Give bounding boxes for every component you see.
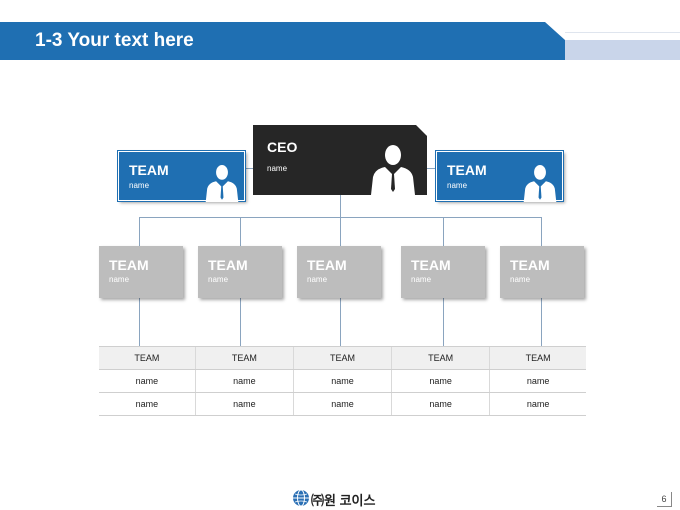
table-cell: name (292, 392, 392, 416)
team-lead-box-left: TEAM name (117, 150, 246, 202)
table-header-cell: TEAM (194, 346, 294, 370)
connector-ceo-lead-left (245, 168, 253, 169)
table-cell: name (489, 369, 586, 393)
table-cell: name (391, 369, 490, 393)
person-icon (205, 164, 239, 202)
person-icon (523, 164, 557, 202)
table-cell: name (292, 369, 392, 393)
table-header-cell: TEAM (489, 346, 586, 370)
team-lead-title: TEAM (129, 162, 169, 178)
team-box-3: TEAM name (297, 246, 381, 298)
table-header-cell: TEAM (292, 346, 392, 370)
team-name: name (208, 275, 229, 284)
header-accent-bar (565, 40, 680, 60)
team-name: name (109, 275, 130, 284)
company-logo-text: ㈜원 코이스 (311, 493, 376, 508)
team-title: TEAM (411, 257, 451, 273)
ceo-title: CEO (267, 139, 298, 155)
team-title: TEAM (208, 257, 248, 273)
table-header-cell: TEAM (99, 346, 196, 370)
team-box-5: TEAM name (500, 246, 584, 298)
header-accent-line (565, 32, 680, 33)
table-header-cell: TEAM (391, 346, 490, 370)
team-box-4: TEAM name (401, 246, 485, 298)
header-banner (0, 22, 565, 60)
table-cell: name (194, 392, 294, 416)
page-title: 1-3 Your text here (35, 30, 194, 51)
team-lead-box-right: TEAM name (435, 150, 564, 202)
connector-ceo-down (340, 195, 341, 217)
table-cell: name (194, 369, 294, 393)
ceo-box: CEO name (253, 125, 427, 195)
team-title: TEAM (109, 257, 149, 273)
team-lead-title: TEAM (447, 162, 487, 178)
table-cell: name (391, 392, 490, 416)
team-box-1: TEAM name (99, 246, 183, 298)
table-cell: name (489, 392, 586, 416)
team-lead-name: name (447, 181, 468, 190)
table-cell: name (99, 392, 196, 416)
table-row: name name name name name (99, 369, 586, 393)
team-name: name (510, 275, 531, 284)
company-globe-icon (293, 489, 309, 507)
person-icon (371, 145, 415, 195)
team-name: name (411, 275, 432, 284)
team-title: TEAM (307, 257, 347, 273)
connector-ceo-lead-right (427, 168, 436, 169)
table-header-row: TEAM TEAM TEAM TEAM TEAM (99, 346, 586, 370)
team-box-2: TEAM name (198, 246, 282, 298)
team-name: name (307, 275, 328, 284)
table-row: name name name name name (99, 392, 586, 416)
team-title: TEAM (510, 257, 550, 273)
page-number: 6 (657, 492, 672, 507)
table-cell: name (99, 369, 196, 393)
ceo-name: name (267, 164, 288, 173)
team-lead-name: name (129, 181, 150, 190)
team-members-table: TEAM TEAM TEAM TEAM TEAM name name name … (99, 346, 586, 416)
